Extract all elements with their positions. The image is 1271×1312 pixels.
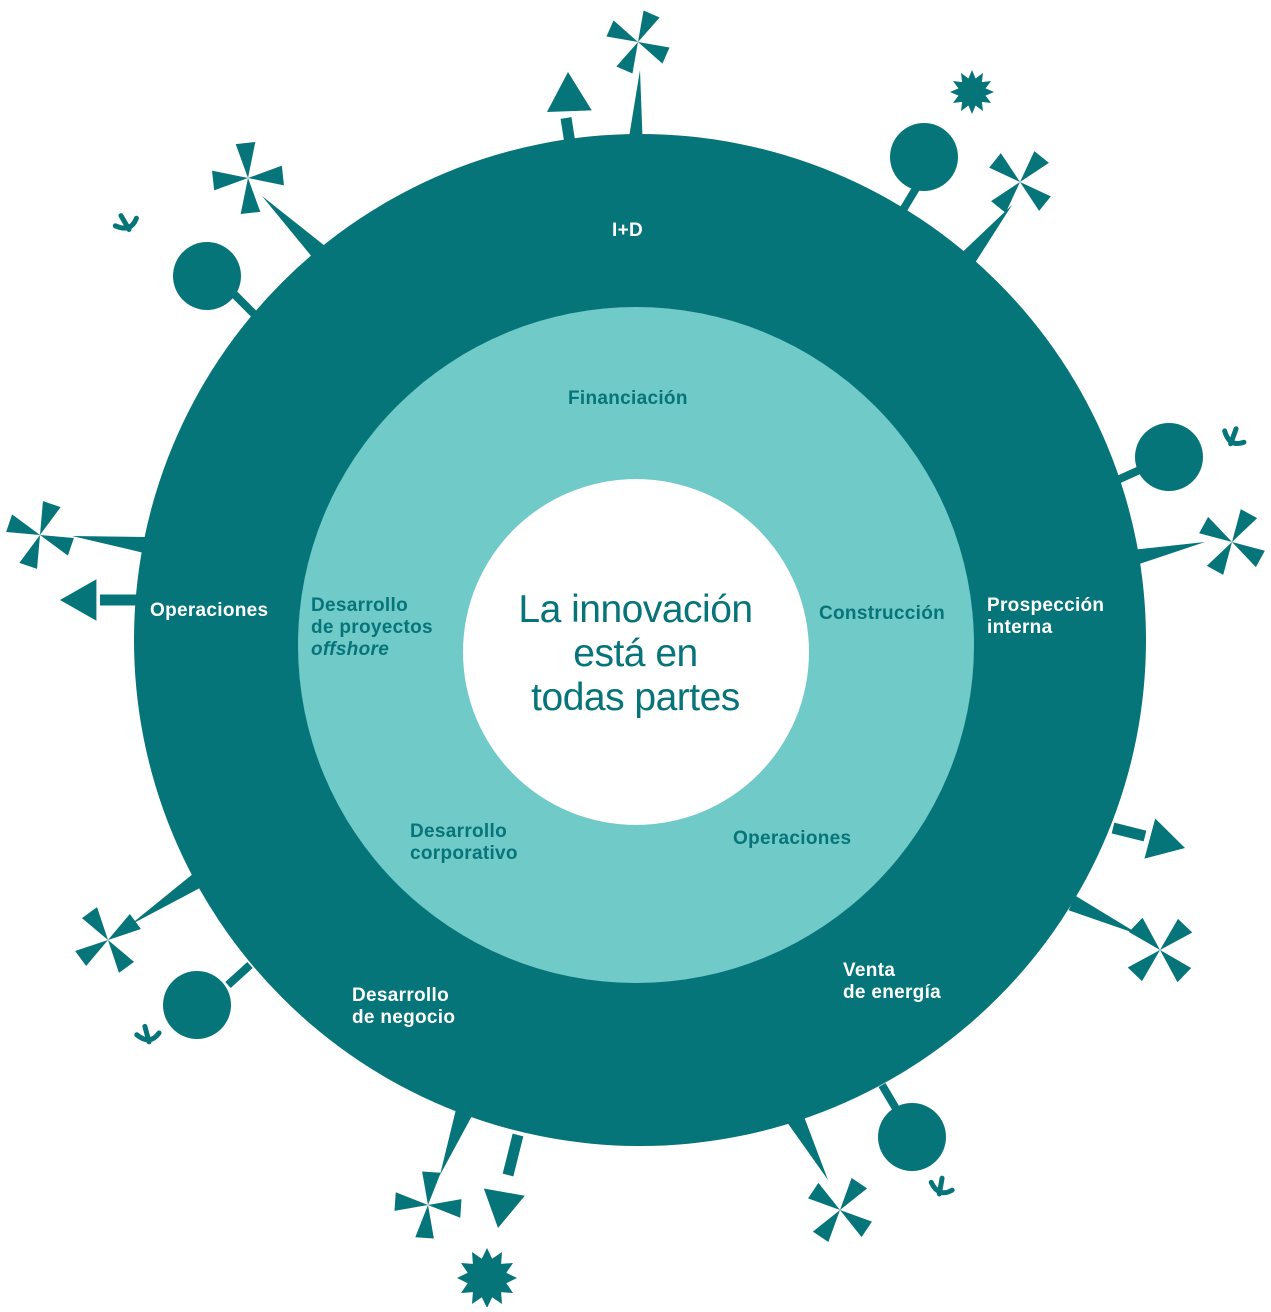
pole (958, 205, 1012, 268)
pole (627, 70, 643, 151)
pole (262, 196, 329, 262)
windmill-icon (212, 142, 284, 214)
center-title: La innovación está en todas partes (463, 588, 808, 720)
starburst-icon (457, 1248, 517, 1308)
windmill-icon (394, 1171, 462, 1239)
pole (1068, 895, 1140, 935)
balloon-icon (1135, 423, 1203, 491)
stem (225, 962, 253, 988)
stem (502, 1133, 524, 1177)
sprout-icon (1222, 426, 1247, 447)
pole (440, 1106, 474, 1175)
pole (1130, 542, 1205, 566)
arrow-icon (483, 1188, 525, 1228)
center-title-line1: La innovación (518, 588, 753, 631)
balloon-icon (878, 1103, 946, 1171)
windmill-icon (1199, 509, 1265, 575)
middle-label-bottom-right: Operaciones (733, 828, 852, 849)
outer-label-left: Operaciones (150, 600, 269, 621)
middle-label-bottom-left: Desarrollo corporativo (410, 821, 518, 864)
outer-label-bottom-right: Venta de energía (843, 960, 942, 1003)
middle-label-top: Financiación (568, 388, 688, 409)
windmill-icon (808, 1178, 872, 1242)
sprout-icon (134, 1023, 162, 1045)
middle-label-right: Construcción (819, 603, 946, 624)
arrow-icon (1144, 818, 1185, 859)
balloon-icon (163, 971, 231, 1039)
outer-label-right: Prospección interna (987, 595, 1105, 638)
decorations (6, 10, 1265, 1308)
middle-label-left: Desarrollo de proyectos offshore (311, 595, 433, 660)
windmill-icon (1127, 917, 1193, 983)
windmill-icon (75, 907, 141, 973)
center-title-line2: está en (573, 632, 698, 675)
outer-label-top: I+D (612, 220, 643, 241)
outer-label-bottom-left: Desarrollo de negocio (352, 985, 456, 1028)
arrow-icon (546, 72, 592, 112)
windmill-icon (989, 151, 1051, 213)
windmill-icon (6, 501, 74, 569)
sprout-icon (928, 1175, 955, 1197)
arrow-icon (60, 579, 97, 621)
balloon-icon (173, 242, 241, 310)
balloon-icon (890, 123, 958, 191)
pole (72, 536, 146, 553)
core-circle (463, 479, 809, 825)
windmill-icon (606, 10, 670, 74)
pole (787, 1113, 828, 1180)
sprout-icon (112, 213, 139, 232)
pole (130, 873, 203, 925)
starburst-icon (950, 70, 994, 114)
center-title-line3: todas partes (531, 676, 740, 719)
stem (1111, 822, 1147, 842)
